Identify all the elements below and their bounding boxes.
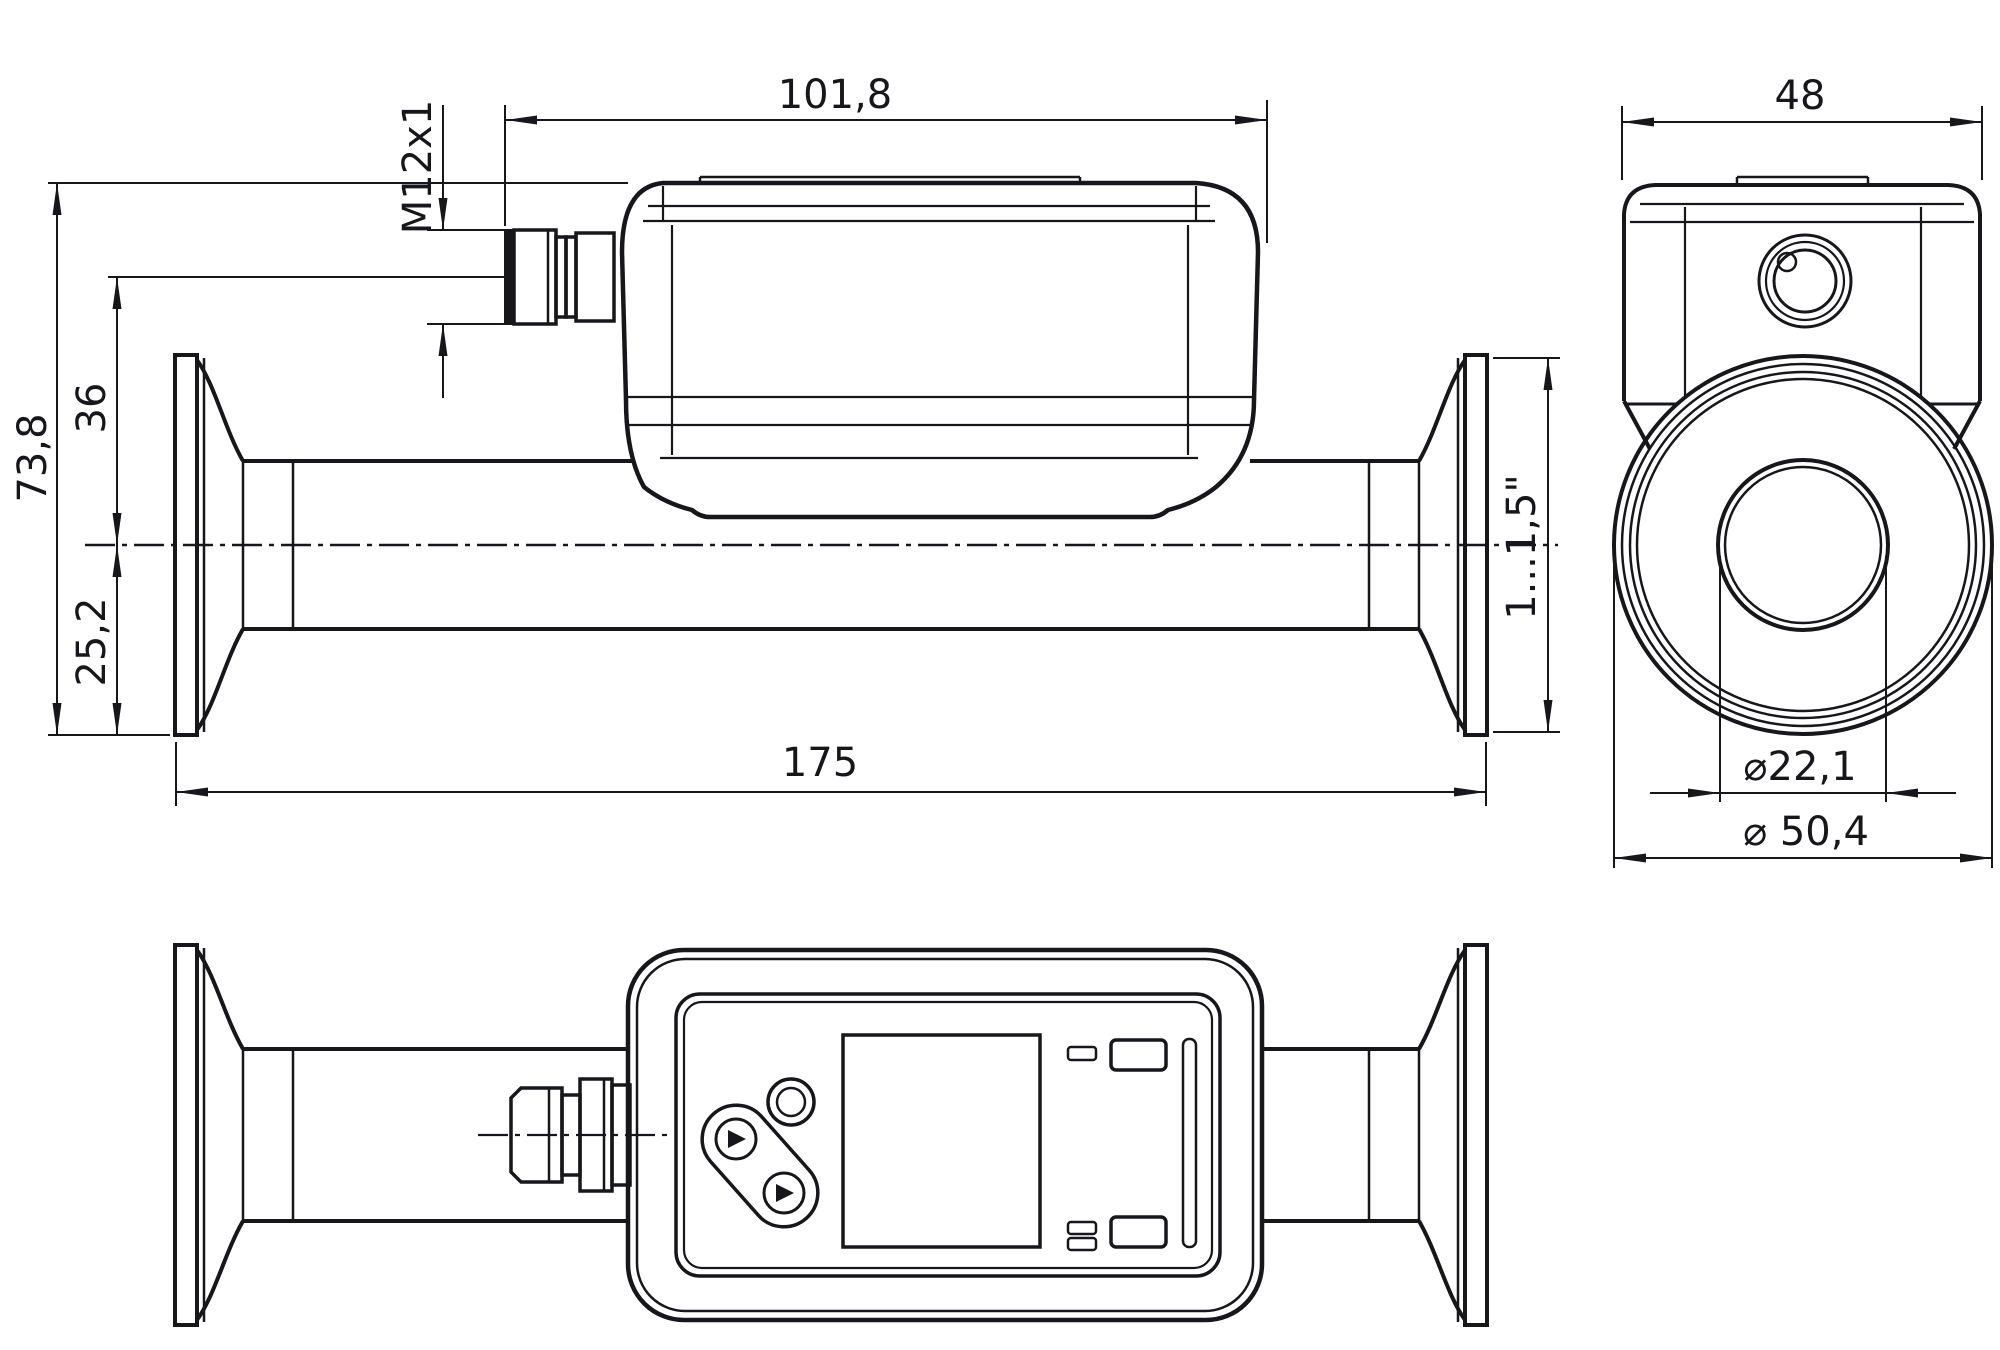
ferrule-face (1612, 354, 1994, 736)
bore-circle (1716, 458, 1890, 632)
dim-clamp-size: 1...1,5" (1493, 357, 1560, 733)
dim-connector-thread-label: M12x1 (395, 100, 441, 235)
left-ferrule (173, 353, 245, 737)
end-head-box (1622, 175, 1982, 450)
terminal-button-top (1109, 1038, 1168, 1072)
dim-head-width-label: 48 (1775, 73, 1826, 119)
dim-connector-axis: 36 (69, 276, 505, 545)
top-left-ferrule (173, 943, 245, 1327)
dim-head-length: 101,8 (504, 72, 1268, 243)
pipe-body (241, 459, 1421, 631)
dim-face-to-face-label: 175 (782, 740, 858, 786)
down-button (762, 1171, 806, 1215)
side-view: 101,8 M12x1 73,8 36 25,2 (10, 72, 1560, 806)
dim-face-to-face: 175 (175, 740, 1487, 806)
dim-clamp-size-label: 1...1,5" (1499, 474, 1545, 620)
connector-keyway (1776, 251, 1798, 273)
dim-axis-to-bottom: 25,2 (69, 545, 122, 735)
top-housing (625, 947, 1265, 1323)
dim-bore-diameter-label: ⌀22,1 (1743, 744, 1856, 790)
dim-bore-diameter: ⌀22,1 (1650, 556, 1956, 802)
top-view (173, 943, 1489, 1327)
side-slot (1181, 1037, 1198, 1249)
dim-overall-height-label: 73,8 (10, 413, 56, 502)
end-view: 48 ⌀22,1 ⌀ 50,4 (1612, 73, 1994, 868)
m12-connector-top (478, 1077, 672, 1193)
end-head-top-tab (1735, 175, 1870, 185)
down-arrow-icon (776, 1184, 794, 1202)
m12-connector-end (1757, 233, 1853, 329)
display-screen (841, 1033, 1042, 1249)
head-top-tab (698, 175, 1082, 183)
up-button (714, 1117, 758, 1161)
indicator-slot-top (1066, 1045, 1098, 1062)
dim-ferrule-diameter: ⌀ 50,4 (1613, 552, 1993, 868)
up-arrow-icon (728, 1130, 746, 1148)
right-ferrule (1417, 353, 1489, 737)
face-plate (674, 992, 1222, 1278)
dim-head-length-label: 101,8 (778, 72, 893, 118)
arrow-key-pad (700, 1103, 820, 1229)
m12-connector-side (504, 228, 616, 326)
terminal-button-bottom (1109, 1215, 1168, 1249)
indicator-cluster (1066, 1037, 1198, 1252)
top-pipe (241, 1047, 1421, 1223)
dim-overall-height: 73,8 (10, 182, 628, 736)
status-led (766, 1077, 816, 1127)
top-right-ferrule (1417, 943, 1489, 1327)
sensor-head (619, 175, 1261, 520)
indicator-slot-bottom-2 (1066, 1236, 1098, 1252)
indicator-slot-bottom-1 (1066, 1220, 1098, 1236)
dim-ferrule-diameter-label: ⌀ 50,4 (1743, 809, 1869, 855)
dim-connector-thread: M12x1 (395, 100, 519, 398)
dim-head-width: 48 (1621, 73, 1983, 180)
dim-connector-axis-label: 36 (69, 383, 115, 434)
dim-axis-to-bottom-label: 25,2 (69, 597, 115, 686)
